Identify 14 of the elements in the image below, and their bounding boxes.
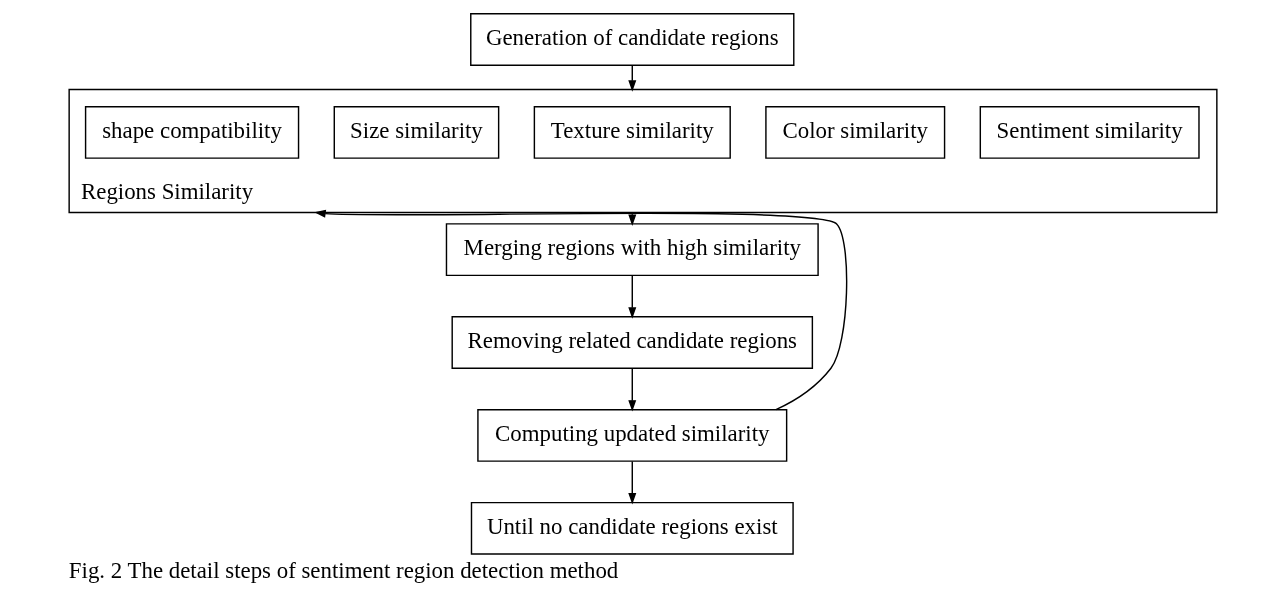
node-box: Sentiment similarity [979,105,1200,159]
caption: Fig. 2 The detail steps of sentiment region detection method [68,558,618,584]
node-box: Computing updated similarity [476,408,787,462]
arrow [627,274,636,319]
node-box: Merging regions with high similarity [445,223,819,277]
node-box: Texture similarity [533,105,731,159]
node-box: Until no candidate regions exist [470,501,794,555]
node-box: Size similarity [333,105,499,159]
node-box: Generation of candidate regions [469,13,794,66]
node-box: Color similarity [764,105,945,159]
arrow [627,367,636,412]
node-box: shape compatibility [84,105,299,159]
node-box: Removing related candidate regions [450,316,813,369]
arrow [627,460,636,505]
